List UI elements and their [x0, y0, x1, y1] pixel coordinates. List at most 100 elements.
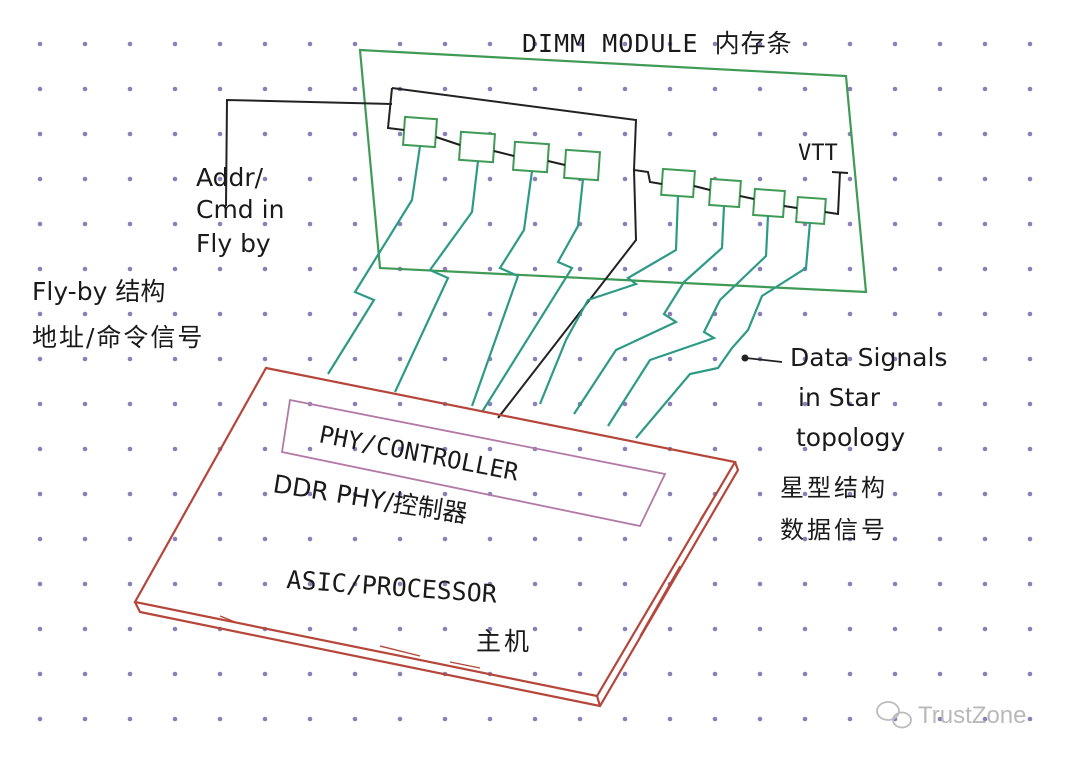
grid-dot — [82, 491, 88, 497]
grid-dot — [217, 671, 223, 677]
grid-dot — [442, 446, 448, 452]
grid-dot — [667, 716, 673, 722]
grid-dot — [397, 356, 403, 362]
grid-dot — [37, 266, 43, 272]
grid-dot — [127, 536, 133, 542]
grid-dot — [217, 536, 223, 542]
grid-dot — [802, 311, 808, 317]
grid-dot — [37, 311, 43, 317]
ddr-phy-label: DDR PHY/控制器 — [271, 469, 470, 528]
grid-dot — [892, 86, 898, 92]
addr-label-line3: Fly by — [196, 229, 271, 258]
grid-dot — [532, 401, 538, 407]
grid-dot — [217, 491, 223, 497]
memory-chip — [660, 167, 696, 199]
grid-dot — [982, 671, 988, 677]
grid-dot — [712, 671, 718, 677]
grid-dot — [622, 41, 628, 47]
grid-dot — [487, 86, 493, 92]
grid-dot — [397, 41, 403, 47]
grid-dot — [937, 131, 943, 137]
grid-dot — [937, 221, 943, 227]
wechat-icon — [876, 701, 912, 729]
grid-dot — [667, 221, 673, 227]
grid-dot — [757, 446, 763, 452]
grid-dot — [442, 491, 448, 497]
grid-dot — [397, 536, 403, 542]
grid-dot — [82, 311, 88, 317]
grid-dot — [577, 716, 583, 722]
grid-dot — [847, 266, 853, 272]
grid-dot — [982, 86, 988, 92]
grid-dot — [712, 581, 718, 587]
grid-dot — [532, 716, 538, 722]
grid-dot — [937, 86, 943, 92]
grid-dot — [937, 41, 943, 47]
grid-dot — [217, 176, 223, 182]
grid-dot — [1027, 266, 1033, 272]
grid-dot — [982, 266, 988, 272]
grid-dot — [982, 311, 988, 317]
data-traces — [327, 145, 812, 439]
grid-dot — [37, 716, 43, 722]
grid-dot — [757, 266, 763, 272]
grid-dot — [712, 626, 718, 632]
grid-dot — [847, 491, 853, 497]
grid-dot — [442, 221, 448, 227]
grid-dot — [802, 401, 808, 407]
grid-dot — [577, 491, 583, 497]
grid-dot — [847, 176, 853, 182]
addr-label-line2: Cmd in — [196, 195, 284, 224]
grid-dot — [712, 86, 718, 92]
grid-dot — [847, 536, 853, 542]
grid-dot — [127, 311, 133, 317]
grid-dot — [37, 491, 43, 497]
grid-dot — [1027, 626, 1033, 632]
grid-dot — [172, 266, 178, 272]
vtt-label: VTT — [798, 141, 838, 166]
grid-dot — [352, 86, 358, 92]
grid-dot — [757, 626, 763, 632]
grid-dot — [442, 581, 448, 587]
grid-dot — [442, 176, 448, 182]
watermark-text: TrustZone — [918, 702, 1026, 729]
grid-dot — [622, 491, 628, 497]
addr-cmd-bus — [225, 87, 663, 419]
grid-dot — [307, 716, 313, 722]
grid-dot — [217, 266, 223, 272]
star-desc: 数据信号 — [780, 516, 888, 544]
grid-dot — [352, 671, 358, 677]
grid-dot — [352, 356, 358, 362]
grid-dot — [487, 716, 493, 722]
asic-top-face — [133, 366, 737, 698]
grid-dot — [37, 626, 43, 632]
grid-dot — [982, 581, 988, 587]
grid-dot — [622, 581, 628, 587]
grid-dot — [802, 86, 808, 92]
grid-dot — [172, 626, 178, 632]
grid-dot — [82, 266, 88, 272]
flyby-desc: 地址/命令信号 — [32, 323, 204, 352]
grid-dot — [442, 626, 448, 632]
grid-dot — [397, 131, 403, 137]
grid-dot — [532, 86, 538, 92]
grid-dot — [442, 311, 448, 317]
grid-dot — [937, 581, 943, 587]
grid-dot — [892, 536, 898, 542]
grid-dot — [892, 41, 898, 47]
memory-chip — [457, 130, 497, 164]
grid-dot — [577, 626, 583, 632]
grid-dot — [892, 626, 898, 632]
grid-dot — [802, 176, 808, 182]
grid-dot — [1027, 671, 1033, 677]
memory-chip — [795, 195, 827, 226]
grid-dot — [487, 446, 493, 452]
grid-dot — [217, 131, 223, 137]
grid-dot — [352, 491, 358, 497]
grid-dot — [172, 401, 178, 407]
grid-dot — [892, 491, 898, 497]
grid-dot — [667, 131, 673, 137]
grid-dot — [667, 491, 673, 497]
grid-dot — [262, 581, 268, 587]
